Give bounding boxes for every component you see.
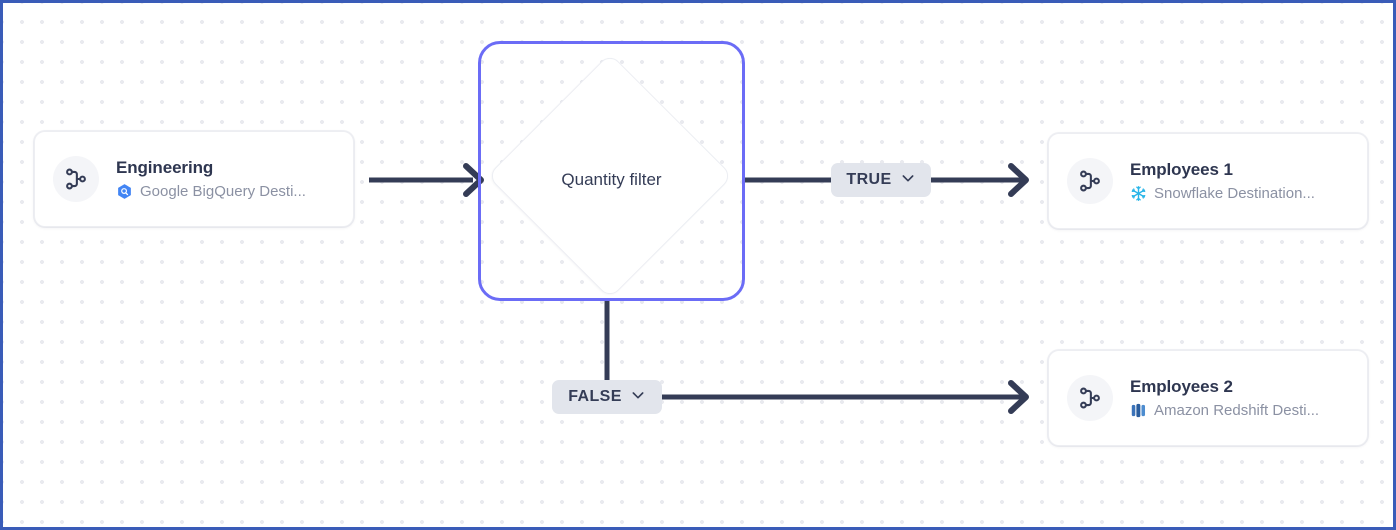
node-subtitle: Snowflake Destination... — [1154, 185, 1315, 202]
edge-condition-true-label: TRUE — [846, 171, 892, 188]
chevron-down-icon[interactable] — [630, 387, 646, 408]
node-title: Employees 2 — [1130, 377, 1233, 396]
edge-source-to-filter — [369, 163, 484, 197]
node-text-block: Engineering Google BigQuery Desti... — [116, 157, 306, 201]
edge-true-to-destination-1 — [931, 163, 1029, 197]
edge-condition-true[interactable]: TRUE — [831, 163, 931, 197]
branch-icon — [1067, 375, 1113, 421]
node-subtitle-row: Snowflake Destination... — [1130, 184, 1315, 203]
snowflake-icon — [1130, 185, 1147, 202]
google-bigquery-icon — [116, 183, 133, 200]
node-title: Engineering — [116, 158, 214, 177]
edge-false-to-destination-2 — [662, 380, 1029, 414]
node-card-employees-2[interactable]: Employees 2 Amazon Redshift Desti... — [1048, 350, 1368, 446]
amazon-redshift-icon — [1130, 402, 1147, 419]
node-subtitle: Amazon Redshift Desti... — [1154, 402, 1320, 419]
node-subtitle-row: Google BigQuery Desti... — [116, 182, 306, 201]
node-card-engineering[interactable]: Engineering Google BigQuery Desti... — [34, 131, 354, 227]
edge-condition-false-label: FALSE — [568, 388, 622, 405]
node-card-employees-1[interactable]: Employees 1 — [1048, 133, 1368, 229]
edge-condition-false[interactable]: FALSE — [552, 380, 662, 414]
branch-icon — [53, 156, 99, 202]
node-subtitle-row: Amazon Redshift Desti... — [1130, 401, 1319, 420]
node-title: Employees 1 — [1130, 160, 1233, 179]
branch-icon — [1067, 158, 1113, 204]
node-selection-outline-quantity-filter[interactable] — [478, 41, 745, 301]
node-text-block: Employees 1 — [1130, 159, 1315, 203]
node-text-block: Employees 2 Amazon Redshift Desti... — [1130, 376, 1319, 420]
node-subtitle: Google BigQuery Desti... — [140, 183, 306, 200]
chevron-down-icon[interactable] — [900, 170, 916, 191]
